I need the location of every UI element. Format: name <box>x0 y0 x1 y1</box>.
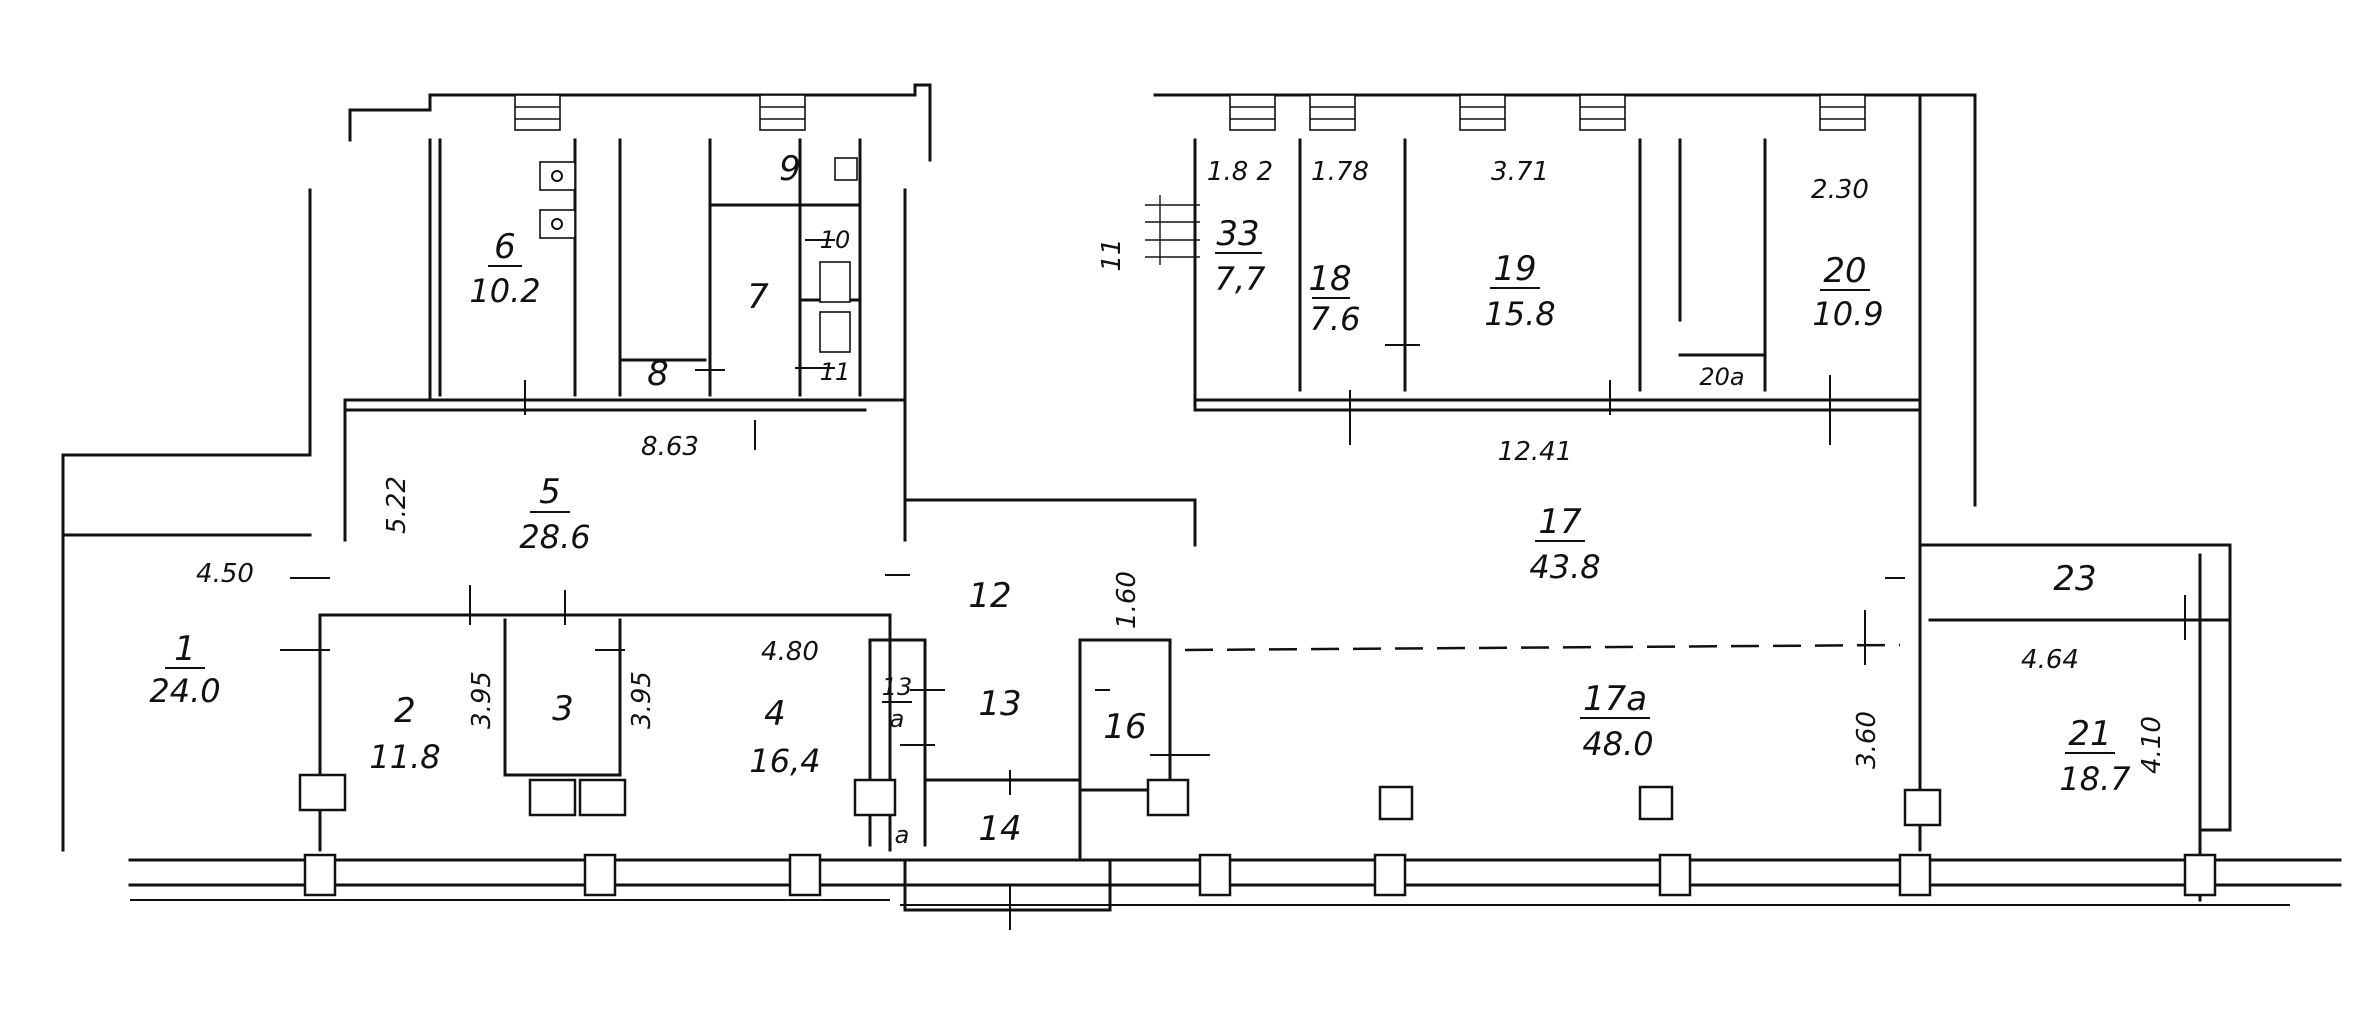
room-2-number: 2 <box>394 691 416 731</box>
room-16-number: 16 <box>1103 707 1146 747</box>
room-2-area: 11.8 <box>369 738 440 776</box>
room-11-number: 11 <box>820 358 851 386</box>
room-13a-number: 13 <box>882 673 913 701</box>
dim-2-30: 2.30 <box>1811 175 1869 205</box>
room-10-number: 10 <box>820 226 851 254</box>
dim-4-80: 4.80 <box>761 637 819 667</box>
dim-3-95-a: 3.95 <box>467 671 497 729</box>
room-21-area: 18.7 <box>2059 760 2131 798</box>
dim-1-78: 1.78 <box>1311 157 1369 187</box>
room-18-number: 18 <box>1308 259 1351 299</box>
room-17a-number: 17a <box>1583 679 1647 719</box>
sink-fixtures <box>539 157 858 353</box>
room-18-area: 7.6 <box>1310 300 1361 338</box>
room-12-number: 12 <box>968 576 1011 616</box>
stair-mark-11: 11 <box>1097 238 1127 271</box>
room-20a-number: 20a <box>1699 363 1744 391</box>
room-6-number: 6 <box>494 227 516 267</box>
room-21-number: 21 <box>2068 714 2111 754</box>
room-8-number: 8 <box>647 354 669 394</box>
dim-1-60: 1.60 <box>1112 571 1142 629</box>
top-windows <box>514 94 1866 131</box>
room-20-number: 20 <box>1823 251 1866 291</box>
room-23-number: 23 <box>2053 559 2096 599</box>
room-7-number: 7 <box>747 277 769 317</box>
room-9-number: 9 <box>779 149 801 189</box>
facade-piers <box>298 773 2217 912</box>
stair-hatch <box>1145 195 1200 265</box>
room-14-number: 14 <box>978 809 1021 849</box>
dim-3-95-b: 3.95 <box>627 671 657 729</box>
dimension-labels: 4.50 5.22 8.63 3.95 3.95 4.80 1.60 1.8 2… <box>196 157 2167 774</box>
dim-8-63: 8.63 <box>641 432 699 462</box>
room-5-area: 28.6 <box>519 518 590 556</box>
room-13a-suffix: a <box>890 705 905 733</box>
room-17-number: 17 <box>1538 502 1582 542</box>
room-13-number: 13 <box>978 684 1021 724</box>
dim-5-22: 5.22 <box>382 476 412 534</box>
room-3-number: 3 <box>552 689 574 729</box>
room-19-number: 19 <box>1493 249 1536 289</box>
mark-a: a <box>895 821 910 849</box>
room-4-area: 16,4 <box>749 742 820 780</box>
dim-3-60: 3.60 <box>1852 711 1882 769</box>
dim-3-71: 3.71 <box>1491 157 1549 187</box>
room-1-number: 1 <box>174 629 196 669</box>
dim-4-10: 4.10 <box>2137 716 2167 774</box>
room-17-area: 43.8 <box>1529 548 1600 586</box>
room-19-area: 15.8 <box>1484 295 1555 333</box>
dim-4-50: 4.50 <box>196 559 254 589</box>
room-17a-area: 48.0 <box>1582 725 1653 763</box>
room-33-area: 7,7 <box>1215 260 1267 298</box>
internal-walls <box>318 138 2232 862</box>
outer-walls <box>61 83 2342 906</box>
room-20-area: 10.9 <box>1812 295 1883 333</box>
room-6-area: 10.2 <box>469 272 540 310</box>
room-5-number: 5 <box>539 472 561 512</box>
room-4-number: 4 <box>764 694 786 734</box>
dim-1-82: 1.8 2 <box>1207 157 1273 187</box>
room-33-number: 33 <box>1216 214 1259 254</box>
room-1-area: 24.0 <box>149 672 220 710</box>
dim-4-64: 4.64 <box>2021 645 2079 675</box>
zone-separator <box>1184 643 1901 652</box>
room-labels: 1 24.0 2 11.8 3 4 16,4 5 28.6 6 10.2 7 8… <box>149 149 2131 849</box>
door-marks <box>280 239 2186 930</box>
dim-12-41: 12.41 <box>1498 437 1572 467</box>
